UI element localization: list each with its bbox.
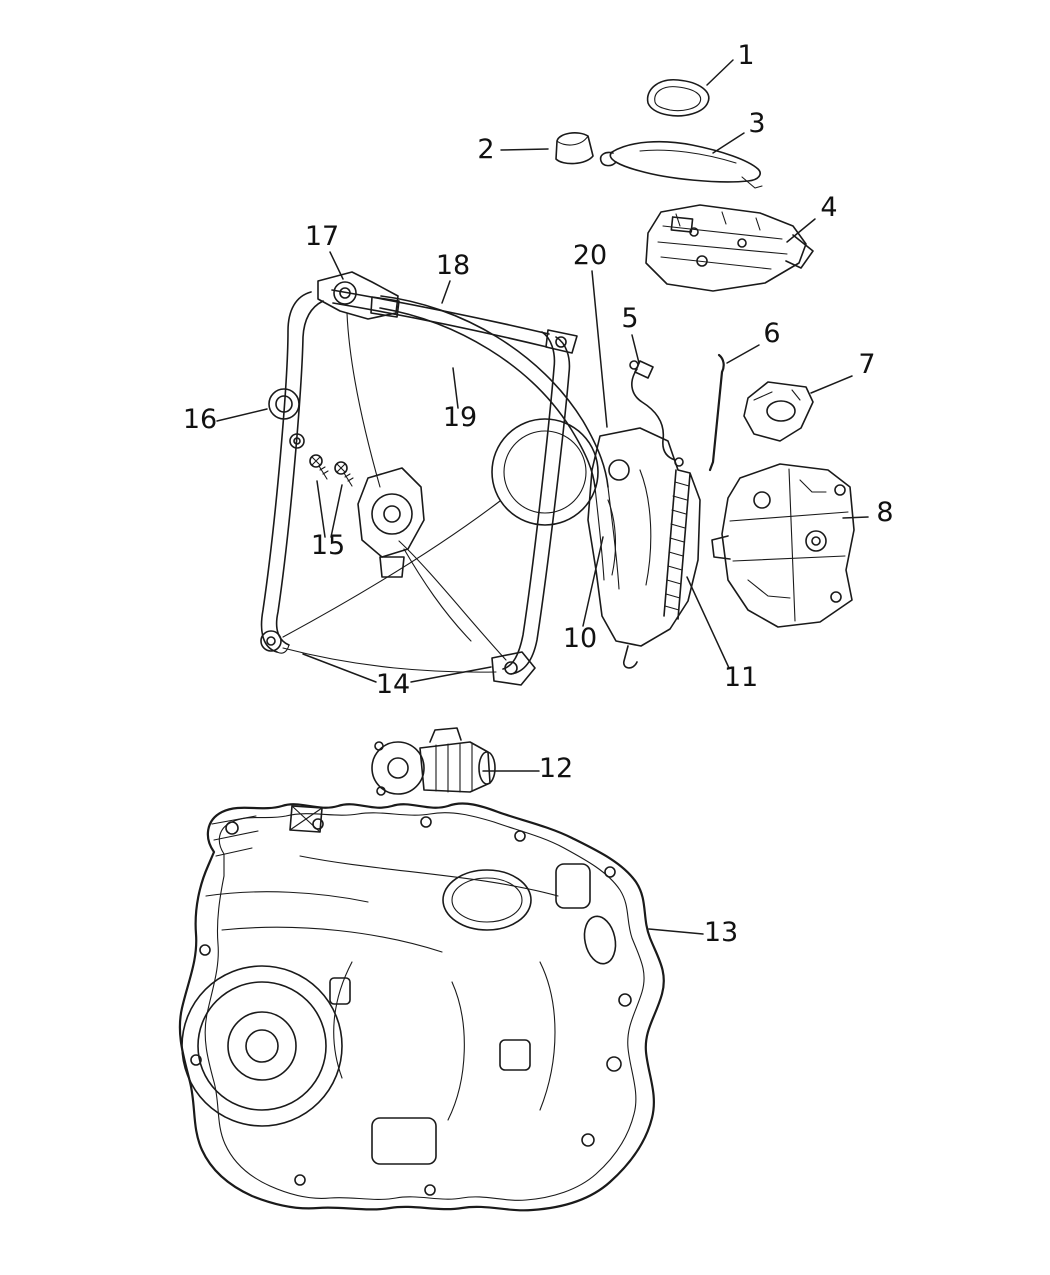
- leader-line: [648, 928, 704, 935]
- callout-label: 8: [876, 497, 893, 528]
- callout-17: 17: [305, 221, 344, 280]
- leader-line: [302, 653, 377, 683]
- callout-label: 12: [539, 753, 573, 784]
- callout-10: 10: [563, 536, 604, 654]
- leader-line: [216, 408, 268, 422]
- callout-16: 16: [183, 404, 268, 435]
- leader-line: [330, 484, 343, 538]
- callout-14: 14: [302, 653, 492, 700]
- leader-line: [582, 536, 604, 627]
- leader-line: [786, 218, 816, 243]
- callout-20: 20: [573, 240, 608, 428]
- callout-1: 1: [706, 40, 755, 86]
- part-guide-rail: [663, 469, 691, 620]
- callout-label: 18: [436, 250, 470, 281]
- part-door-latch: [711, 463, 855, 628]
- callout-label: 14: [376, 669, 410, 700]
- part-door-module-panel: [178, 802, 665, 1212]
- part-latch-cable: [629, 360, 684, 467]
- leader-line: [452, 367, 459, 409]
- callout-label: 13: [704, 917, 738, 948]
- callout-label: 2: [477, 134, 494, 165]
- part-handle-end-cap: [555, 132, 594, 165]
- callout-11: 11: [686, 576, 758, 693]
- diagram-parts: [178, 79, 855, 1212]
- callout-label: 3: [748, 108, 765, 139]
- callout-label: 4: [820, 192, 837, 223]
- leader-line: [810, 375, 853, 394]
- part-handle-carrier: [645, 204, 814, 292]
- callout-label: 11: [724, 662, 758, 693]
- diagram-callouts: 1 2 3 4 5 6 7 8: [183, 40, 894, 948]
- callout-2: 2: [477, 134, 549, 165]
- part-exterior-door-handle: [599, 140, 763, 189]
- part-mounting-screws: [309, 454, 354, 487]
- callout-3: 3: [712, 108, 766, 154]
- callout-12: 12: [482, 753, 573, 784]
- leader-line: [631, 334, 640, 364]
- callout-19: 19: [443, 367, 477, 433]
- callout-label: 1: [737, 40, 754, 71]
- leader-line: [410, 666, 492, 683]
- callout-15: 15: [311, 480, 345, 561]
- leader-line: [441, 280, 451, 304]
- callout-18: 18: [436, 250, 470, 304]
- leader-line: [500, 148, 549, 151]
- callout-8: 8: [842, 497, 894, 528]
- leader-line: [686, 576, 730, 669]
- part-regulator-cables: [379, 295, 620, 590]
- callout-label: 17: [305, 221, 339, 252]
- callout-label: 15: [311, 530, 345, 561]
- part-grommet: [268, 388, 305, 449]
- callout-5: 5: [621, 303, 640, 364]
- part-window-regulator: [260, 289, 599, 686]
- leader-line: [706, 59, 734, 86]
- part-link-rod: [708, 353, 725, 472]
- leader-line: [726, 344, 760, 364]
- part-upper-bracket: [317, 271, 400, 320]
- callout-7: 7: [810, 349, 876, 394]
- leader-line: [712, 132, 745, 154]
- callout-label: 10: [563, 623, 597, 654]
- callout-label: 7: [858, 349, 875, 380]
- leader-line: [329, 251, 344, 280]
- callout-label: 5: [621, 303, 638, 334]
- leader-line: [316, 480, 326, 538]
- callout-13: 13: [648, 917, 738, 948]
- leader-line: [842, 516, 869, 519]
- callout-4: 4: [786, 192, 838, 243]
- callout-label: 20: [573, 240, 607, 271]
- part-window-motor: [371, 727, 496, 796]
- leader-line: [591, 270, 608, 428]
- callout-label: 16: [183, 404, 217, 435]
- part-handle-cap-seal: [646, 79, 710, 117]
- callout-label: 6: [763, 318, 780, 349]
- part-latch-bracket: [743, 381, 814, 442]
- callout-label: 19: [443, 402, 477, 433]
- callout-6: 6: [726, 318, 781, 364]
